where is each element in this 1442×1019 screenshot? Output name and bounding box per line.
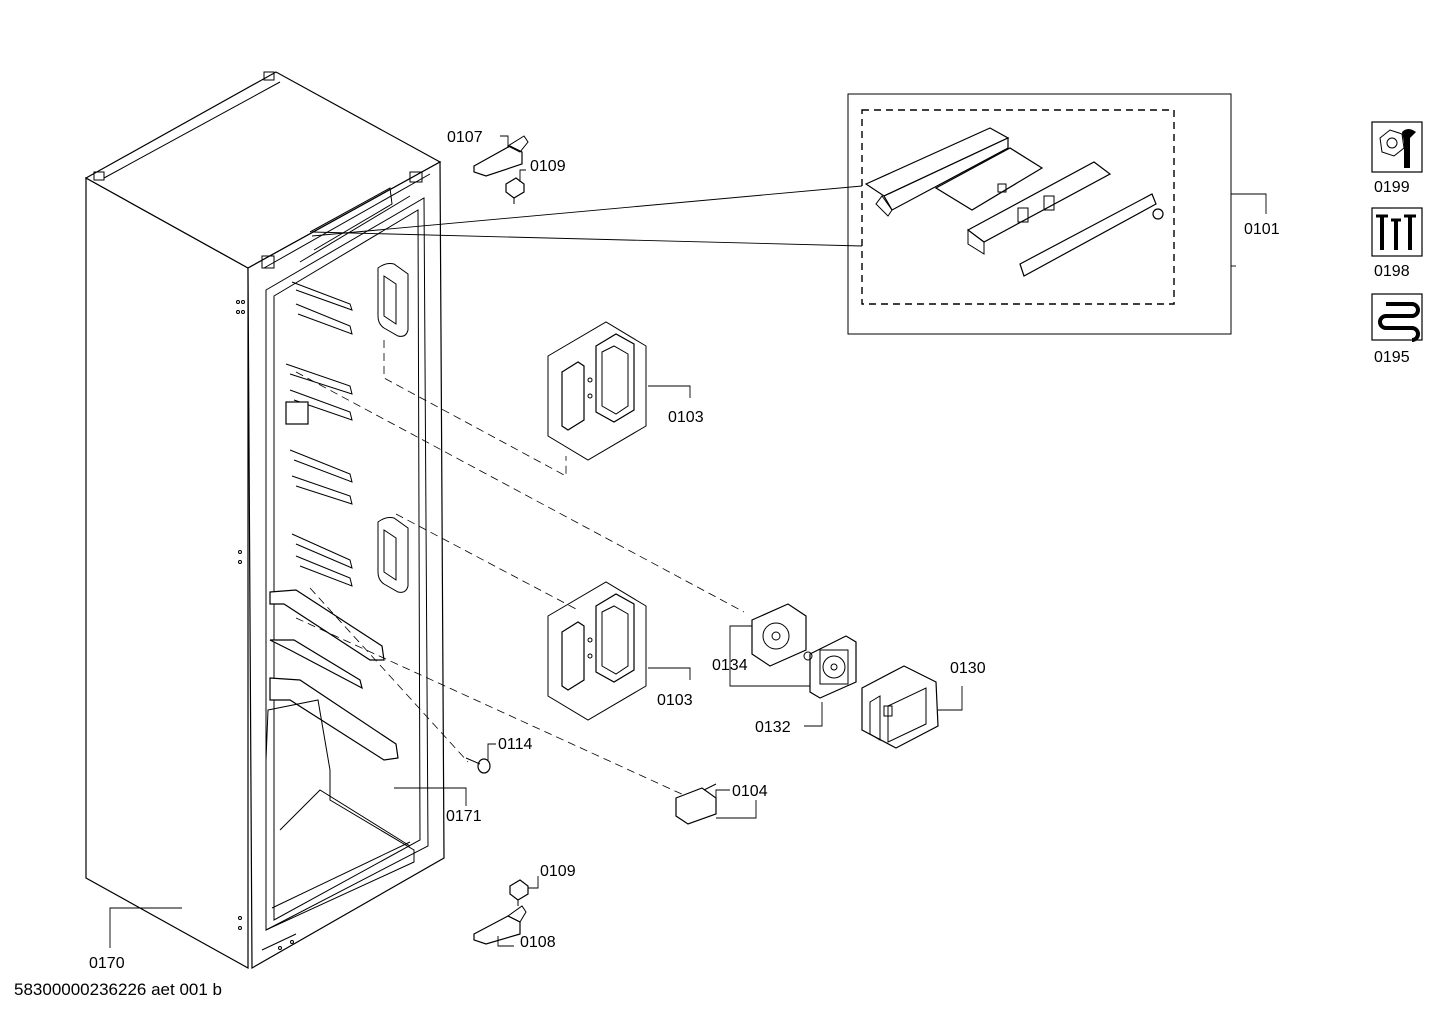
callout-0107: 0107 <box>447 129 483 146</box>
callout-0101: 0101 <box>1244 221 1280 238</box>
callout-0114: 0114 <box>498 736 533 753</box>
callout-0132: 0132 <box>755 719 791 736</box>
icon-label-0199: 0199 <box>1374 179 1410 196</box>
fan-housing-0130: 0130 <box>861 660 986 749</box>
callout-0108: 0108 <box>520 934 556 951</box>
screw-0114: 0114 <box>465 736 533 774</box>
control-module-0101: 0101 <box>311 93 1280 335</box>
light-cover-0103-lower: 0103 <box>547 581 693 721</box>
interior-light-housing <box>285 401 309 425</box>
callout-0109-top: 0109 <box>530 158 566 175</box>
callout-0170: 0170 <box>89 955 125 972</box>
housing-0170: 0170 <box>89 907 182 972</box>
callout-0109-bottom: 0109 <box>540 863 576 880</box>
bottom-hinge-0108: 0108 <box>473 905 556 951</box>
document-id: 58300000236226 aet 001 b <box>14 980 222 999</box>
callout-0130: 0130 <box>950 660 986 677</box>
fan-0132: 0132 <box>755 635 857 736</box>
icon-label-0195: 0195 <box>1374 349 1410 366</box>
liner-0171: 0171 <box>394 787 482 825</box>
light-cover-0103-upper: 0103 <box>547 321 704 461</box>
callout-0134: 0134 <box>712 657 748 674</box>
shelf-rails <box>285 281 353 587</box>
side-icon-0199: 0199 <box>1371 121 1423 196</box>
top-hinge-0107: 0107 <box>447 129 529 177</box>
bottom-hinge-pin-0109: 0109 <box>509 863 576 906</box>
side-icon-0198: 0198 <box>1371 207 1423 280</box>
callout-0171: 0171 <box>446 808 482 825</box>
callout-0104: 0104 <box>732 783 768 800</box>
cabinet-body <box>84 71 445 970</box>
top-hinge-pin-0109: 0109 <box>505 158 566 204</box>
side-icon-0195: 0195 <box>1371 293 1423 366</box>
callout-0103-upper: 0103 <box>668 409 704 426</box>
icon-label-0198: 0198 <box>1374 263 1410 280</box>
light-0104: 0104 <box>675 783 768 825</box>
assembly-lines <box>295 340 745 797</box>
fan-cover-0134: 0134 <box>712 603 810 687</box>
screws-icon <box>1376 214 1416 250</box>
callout-0103-lower: 0103 <box>657 692 693 709</box>
heating-coil-icon <box>1378 302 1420 342</box>
